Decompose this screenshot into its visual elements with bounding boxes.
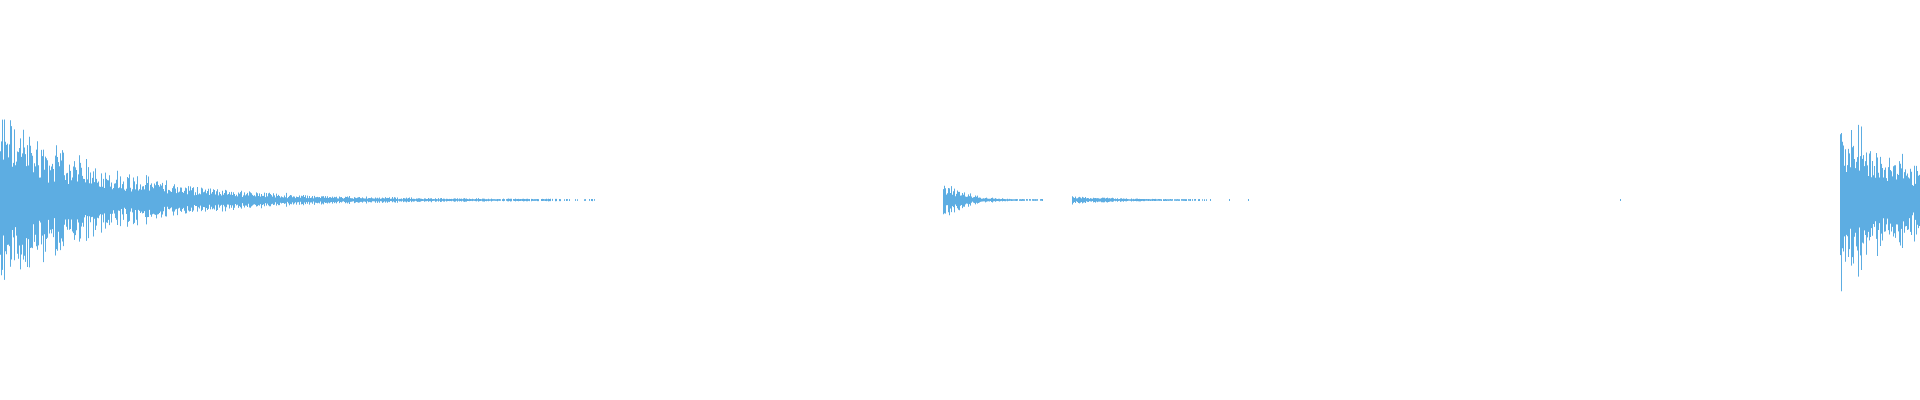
waveform-samples (0, 119, 1920, 292)
